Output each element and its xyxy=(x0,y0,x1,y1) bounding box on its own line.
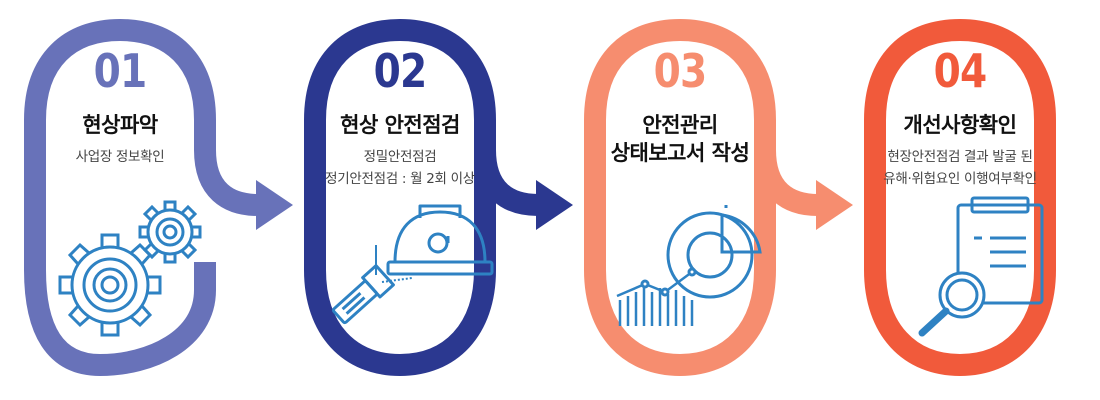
step-03: 03 안전관리 상태보고서 작성 xyxy=(560,0,800,400)
step-title: 개선사항확인 xyxy=(840,111,1080,139)
step-number: 02 xyxy=(373,44,428,98)
step-01: 01 현상파악 사업장 정보확인 xyxy=(0,0,240,400)
step-03-track-top xyxy=(584,18,776,376)
step-title-line: 상태보고서 작성 xyxy=(610,141,750,165)
step-title-line: 개선사항확인 xyxy=(903,113,1017,137)
step-01-track xyxy=(24,18,259,376)
step-number: 01 xyxy=(93,44,148,98)
step-title-line: 안전관리 xyxy=(642,113,718,137)
step-description: 정밀안전점검 정기안전점검 : 월 2회 이상 xyxy=(280,146,520,190)
step-title: 안전관리 상태보고서 작성 xyxy=(560,111,800,167)
arrow-01-to-02 xyxy=(256,180,293,230)
hardhat-flashlight-icon xyxy=(331,204,494,325)
step-02-track xyxy=(399,149,539,376)
step-number: 03 xyxy=(653,44,708,98)
step-description-line: 정기안전점검 : 월 2회 이상 xyxy=(325,171,475,187)
step-description-line: 유해·위험요인 이행여부확인 xyxy=(883,171,1037,187)
step-04: 04 개선사항확인 현장안전점검 결과 발굴 된 유해·위험요인 이행여부확인 xyxy=(840,0,1080,400)
step-02-track-top xyxy=(304,18,496,376)
step-04-track xyxy=(864,18,1056,377)
step-description: 현장안전점검 결과 발굴 된 유해·위험요인 이행여부확인 xyxy=(840,146,1080,190)
step-number: 04 xyxy=(933,44,988,98)
step-03-track xyxy=(679,149,819,376)
clipboard-magnifier-icon xyxy=(918,196,1044,337)
step-title: 현상 안전점검 xyxy=(280,111,520,139)
step-02: 02 현상 안전점검 정밀안전점검 정기안전점검 : 월 2회 이상 xyxy=(280,0,520,400)
arrow-02-to-03 xyxy=(536,180,573,230)
step-description-line: 사업장 정보확인 xyxy=(75,149,165,165)
step-01-track-bottom xyxy=(99,262,216,376)
step-title-line: 현상파악 xyxy=(82,113,158,137)
arrow-03-to-04 xyxy=(816,180,853,230)
gears-icon xyxy=(58,200,202,337)
step-title-line: 현상 안전점검 xyxy=(340,113,460,137)
step-description-line: 현장안전점검 결과 발굴 된 xyxy=(887,149,1033,165)
chart-report-icon xyxy=(616,205,762,326)
step-description-line: 정밀안전점검 xyxy=(363,149,437,165)
step-title: 현상파악 xyxy=(0,111,240,139)
step-description: 사업장 정보확인 xyxy=(0,146,240,168)
